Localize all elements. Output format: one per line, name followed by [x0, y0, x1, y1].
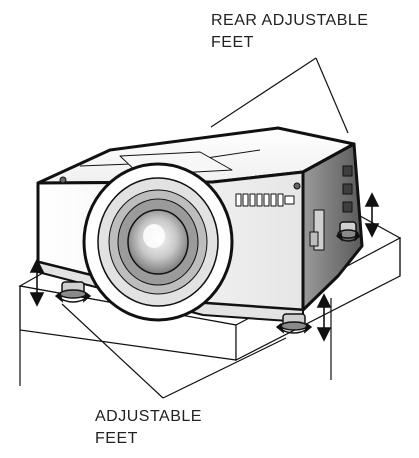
adjustable-foot-front-left [59, 281, 87, 299]
lens-assembly [82, 162, 234, 322]
height-adjust-arrow-icon [29, 192, 380, 342]
front-feet-label-line2: FEET [95, 430, 138, 447]
adjustable-foot-rear-right [337, 221, 359, 239]
leader-lines [61, 57, 349, 399]
table-legs [19, 238, 401, 386]
rotation-indicator [54, 231, 362, 334]
side-vents [309, 165, 353, 251]
front-feet-label-line1: ADJUSTABLE [95, 408, 202, 425]
control-panel-buttons [235, 193, 295, 207]
rear-feet-label-line2: FEET [211, 34, 254, 51]
rear-feet-label-line1: REAR ADJUSTABLE [211, 12, 369, 29]
adjustable-foot-front-right [280, 313, 308, 331]
